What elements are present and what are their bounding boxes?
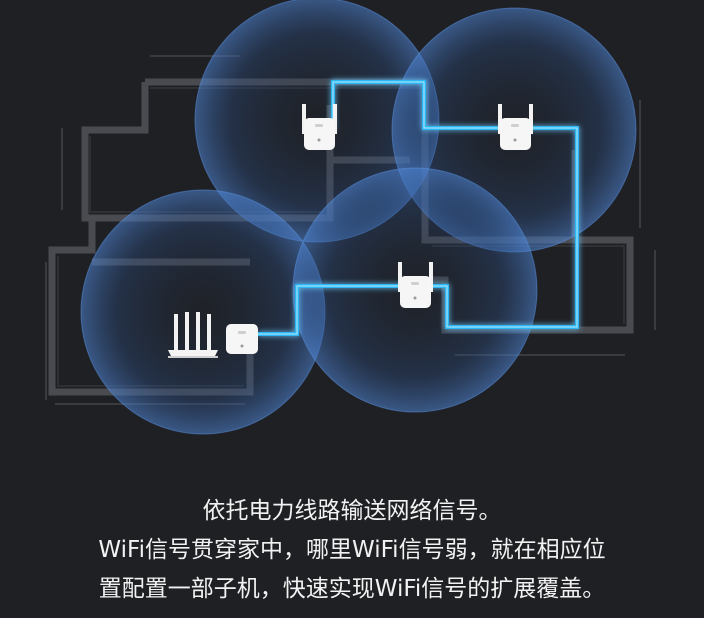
wifi-extender-icon xyxy=(498,104,533,150)
main-plc-adapter-icon xyxy=(226,324,258,354)
wifi-extender-icon xyxy=(398,262,433,308)
floor-plan xyxy=(45,0,656,435)
wifi-extender-icon xyxy=(302,104,337,150)
caption-line-1: 依托电力线路输送网络信号。 xyxy=(202,498,502,524)
router-icon xyxy=(168,312,218,358)
powerline-signal-path xyxy=(258,80,579,336)
caption: 依托电力线路输送网络信号。 WiFi信号贯穿家中，哪里WiFi信号弱，就在相应位… xyxy=(0,492,704,609)
caption-line-2: WiFi信号贯穿家中，哪里WiFi信号弱，就在相应位 xyxy=(98,537,606,563)
caption-line-3: 置配置一部子机，快速实现WiFi信号的扩展覆盖。 xyxy=(98,576,606,602)
coverage-areas xyxy=(80,0,637,435)
